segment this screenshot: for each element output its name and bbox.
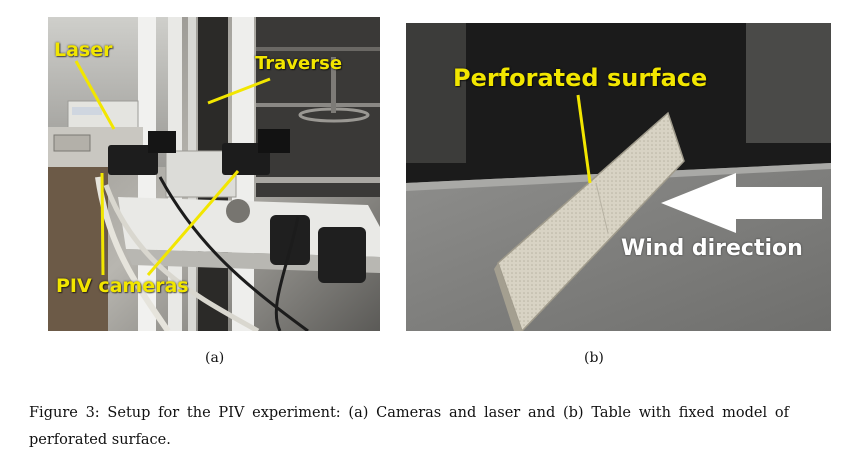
perforated-pointer-line [576,94,592,184]
photo-a-drawing [48,17,380,331]
laser-label: Laser [54,39,113,61]
piv-camera-pointer-line-2 [146,170,240,276]
piv-camera-pointer-line-1 [100,172,105,276]
photo-perforated-surface: Perforated surface Wind direction [406,23,831,331]
traverse-pointer-line [207,77,271,105]
photo-cameras-and-laser: Laser Traverse PIV cameras [48,17,380,331]
wind-arrow-icon [661,173,822,233]
photo-b-drawing [406,23,831,331]
laser-pointer-line [74,60,116,130]
piv-cameras-label: PIV cameras [56,275,189,297]
wind-direction-label: Wind direction [621,236,803,261]
figure-caption: Figure 3: Setup for the PIV experiment: … [29,405,789,448]
perforated-surface-label: Perforated surface [453,64,708,92]
subcaption-a: (a) [205,350,225,366]
traverse-label: Traverse [255,53,343,74]
subcaption-b: (b) [584,350,604,366]
